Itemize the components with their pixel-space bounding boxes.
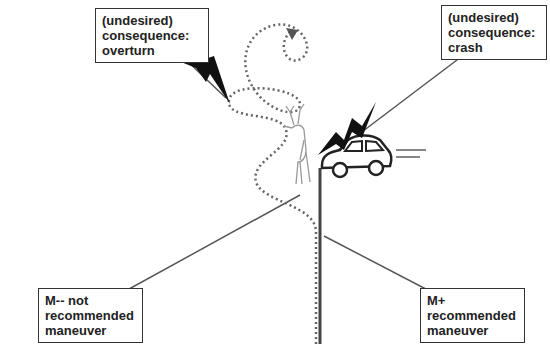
deer-figure	[284, 104, 310, 184]
maneuver-box: M+ recommended maneuver	[420, 288, 525, 343]
box-label: M-- not recommended maneuver	[45, 293, 136, 338]
consequence-box: (undesired) consequence: crash	[441, 5, 547, 60]
lightning-bolt	[318, 102, 376, 155]
overturn-path	[229, 24, 316, 344]
box-label: M+ recommended maneuver	[427, 293, 518, 338]
consequence-box: (undesired) consequence: overturn	[95, 8, 209, 63]
box-label: (undesired) consequence: crash	[448, 10, 540, 55]
recommended-path	[319, 168, 322, 344]
leader-lines	[100, 35, 490, 312]
box-label: (undesired) consequence: overturn	[102, 13, 202, 58]
maneuver-box: M-- not recommended maneuver	[38, 288, 143, 343]
path-arrowhead	[286, 28, 298, 40]
speed-lines	[396, 150, 426, 157]
